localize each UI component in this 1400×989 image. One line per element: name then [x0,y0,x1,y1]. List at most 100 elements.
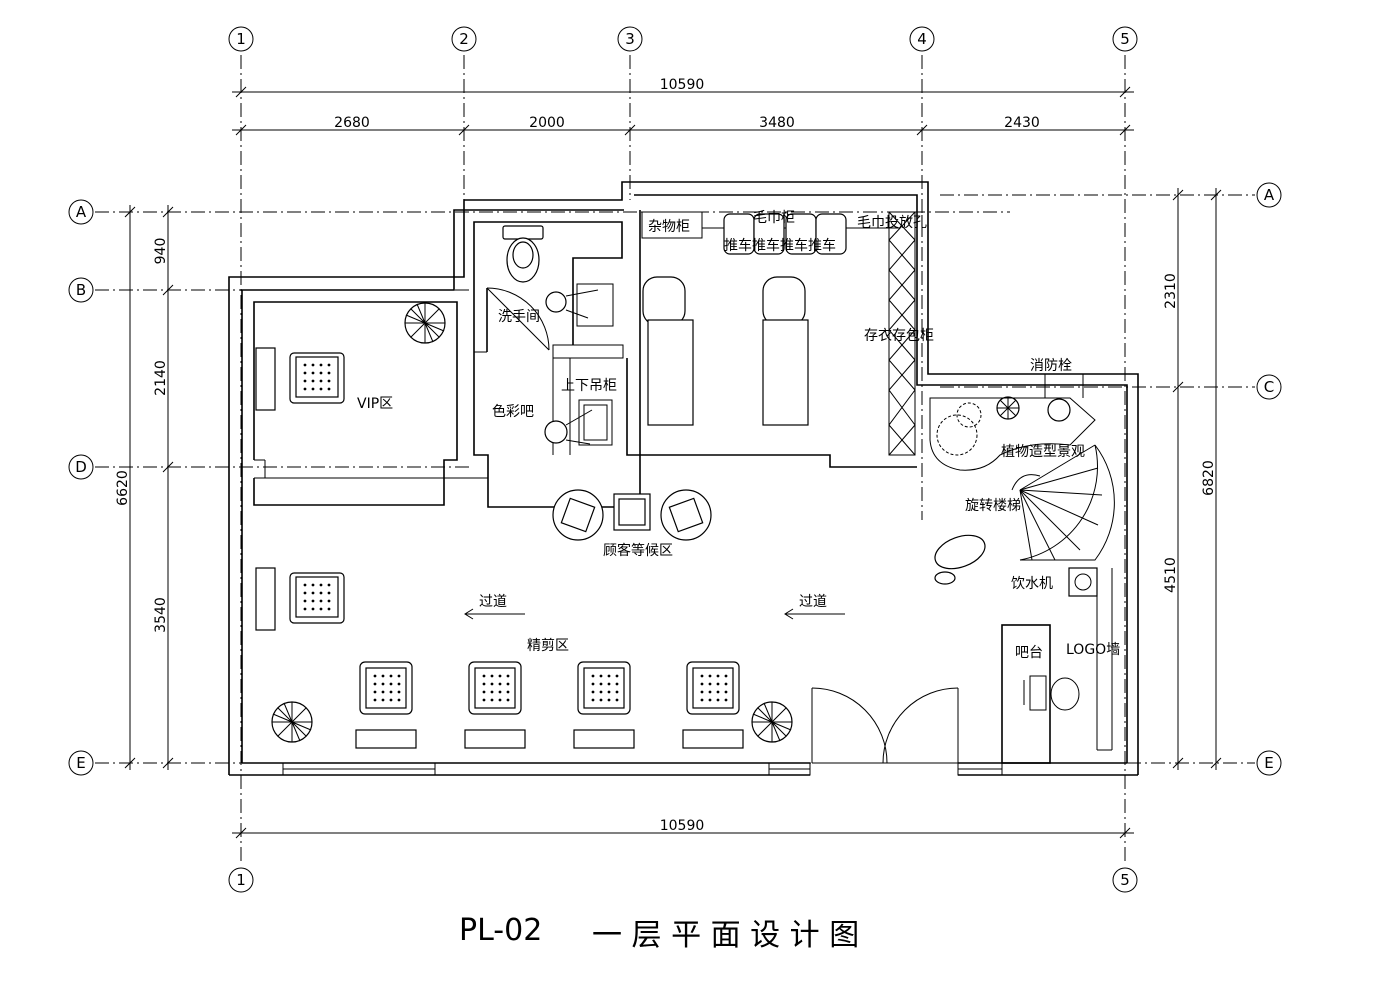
seat-dot [319,387,323,391]
title-code: PL-02 [459,913,542,948]
room-labels: 洗手间 色彩吧 上下吊柜 杂物柜 毛巾柜 毛巾投放孔 推车推车推车推车 存衣存包… [357,210,1120,661]
axis-bubble-row-e-right: E [1256,750,1282,776]
seat-dot [615,682,619,686]
seat-dot [724,674,728,678]
seat-dot [311,583,315,587]
seat-dot [303,583,307,587]
label-aisle-right: 过道 [799,594,827,610]
axis-bubble-col-1-top: 1 [228,26,254,52]
seat-dot [482,674,486,678]
axis-bubble-col-1-bottom: 1 [228,867,254,893]
dimension-left: 6620 940 2140 3540 [115,205,174,770]
washroom-fixtures [486,225,614,351]
dim-right-total: 6820 [1201,460,1217,496]
seat-dot [716,682,720,686]
seat-dot [311,607,315,611]
dim-top-seg-1: 2680 [334,115,370,131]
seat-dot [708,698,712,702]
seat-dot [591,674,595,678]
axis-bubble-row-e-left: E [68,750,94,776]
dim-bottom-total: 10590 [660,818,705,834]
shampoo-room-fixtures [641,211,916,456]
seat-dot [498,698,502,702]
title-name: 一 层 平 面 设 计 图 [592,918,859,953]
dim-top-seg-2: 2000 [529,115,565,131]
dim-top-total: 10590 [660,77,705,93]
label-cart: 推车推车推车推车 [724,237,836,254]
seat-dot [599,698,603,702]
svg-text:E: E [76,754,85,772]
seat-dot [482,690,486,694]
seat-dot [599,682,603,686]
svg-text:B: B [76,281,86,299]
seat-dot [607,690,611,694]
axis-grid [95,55,1255,865]
seat-dot [482,682,486,686]
axis-bubble-row-d-left: D [68,454,94,480]
seat-dot [389,698,393,702]
seat-dot [327,599,331,603]
seat-dot [724,690,728,694]
seat-dot [311,363,315,367]
seat-dot [490,682,494,686]
seat-dot [327,591,331,595]
seat-dot [319,599,323,603]
plant-icon [271,701,313,743]
seat-dot [319,379,323,383]
seat-dot [490,674,494,678]
axis-bubble-col-3-top: 3 [617,26,643,52]
seat-dot [700,674,704,678]
entrance-door [811,687,959,764]
seat-dot [303,591,307,595]
seat-dot [327,607,331,611]
seat-dot [591,690,595,694]
label-sundry: 杂物柜 [648,219,690,235]
dimension-right: 2310 4510 6820 [1163,188,1222,770]
seat-dot [319,371,323,375]
svg-text:A: A [1264,186,1275,204]
svg-text:E: E [1264,754,1273,772]
dim-left-total: 6620 [115,470,131,506]
seat-dot [311,387,315,391]
label-stairs: 旋转楼梯 [965,498,1021,514]
seat-dot [700,682,704,686]
seat-dot [506,698,510,702]
seat-dot [311,591,315,595]
svg-text:D: D [75,458,87,476]
seat-dot [327,583,331,587]
seat-dot [303,599,307,603]
svg-text:1: 1 [236,871,246,889]
color-bar-fixtures [544,399,613,446]
seat-dot [381,674,385,678]
plant-icons [271,302,1020,743]
svg-text:2: 2 [459,30,469,48]
seat-dot [506,690,510,694]
axis-bubble-row-a-right: A [1256,182,1282,208]
label-vip: VIP区 [357,396,393,412]
seat-dot [591,698,595,702]
drawing-title: PL-02 一 层 平 面 设 计 图 [459,913,859,953]
seat-dot [708,682,712,686]
svg-text:5: 5 [1120,871,1130,889]
seat-dot [389,674,393,678]
label-plants: 植物造型景观 [1001,444,1085,460]
dim-left-seg-3: 3540 [153,597,169,633]
label-aisle-left: 过道 [479,594,507,610]
seat-dot [716,698,720,702]
bar-details [1023,675,1080,711]
dim-top-seg-4: 2430 [1004,115,1040,131]
seat-dot [381,698,385,702]
axis-bubble-row-b-left: B [68,277,94,303]
seat-dot [724,682,728,686]
seat-dot [303,607,307,611]
axis-bubble-col-5-bottom: 5 [1112,867,1138,893]
seat-dot [482,698,486,702]
seat-dot [303,387,307,391]
dim-right-seg-2: 4510 [1163,557,1179,593]
label-bar: 吧台 [1015,645,1043,661]
seat-dot [716,674,720,678]
label-water: 饮水机 [1011,576,1053,592]
seat-dot [319,591,323,595]
dim-right-seg-1: 2310 [1163,273,1179,309]
